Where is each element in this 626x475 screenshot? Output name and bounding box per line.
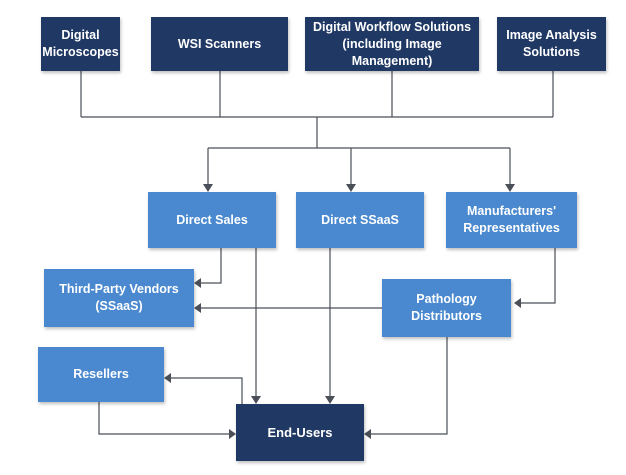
arrow-distributors-to-endusers <box>370 337 448 435</box>
box-wsi-scanners: WSI Scanners <box>151 17 288 71</box>
box-direct-sales: Direct Sales <box>148 192 276 248</box>
box-pathology-distributors: Pathology Distributors <box>382 279 511 337</box>
arrow-endusers-to-resellers <box>170 377 243 404</box>
box-third-party-vendors: Third-Party Vendors (SSaaS) <box>44 269 194 327</box>
box-direct-ssaas: Direct SSaaS <box>296 192 424 248</box>
box-image-analysis-solutions: Image Analysis Solutions <box>497 17 606 71</box>
arrowhead-vendors-1 <box>194 278 201 288</box>
arrowhead-vendors-2 <box>194 303 201 313</box>
arrow-resellers-to-endusers <box>98 402 230 435</box>
arrowhead-manufacturers <box>505 184 515 192</box>
arrowhead-endusers-1 <box>251 396 261 404</box>
arrowhead-endusers-3 <box>364 429 371 439</box>
arrow-reps-to-distributors <box>520 248 556 304</box>
arrowhead-resellers <box>164 373 171 383</box>
arrowhead-direct-sales <box>203 184 213 192</box>
box-digital-microscopes: Digital Microscopes <box>41 17 120 71</box>
box-resellers: Resellers <box>38 347 164 402</box>
box-end-users: End-Users <box>236 404 364 461</box>
arrowhead-distributors <box>514 298 521 308</box>
box-digital-workflow-solutions: Digital Workflow Solutions (including Im… <box>305 17 479 71</box>
arrowhead-direct-ssaas <box>346 184 356 192</box>
box-manufacturers-representatives: Manufacturers' Representatives <box>446 192 577 248</box>
arrowhead-endusers-4 <box>229 429 236 439</box>
arrowhead-endusers-2 <box>325 396 335 404</box>
arrow-ds-to-vendors <box>200 248 222 284</box>
